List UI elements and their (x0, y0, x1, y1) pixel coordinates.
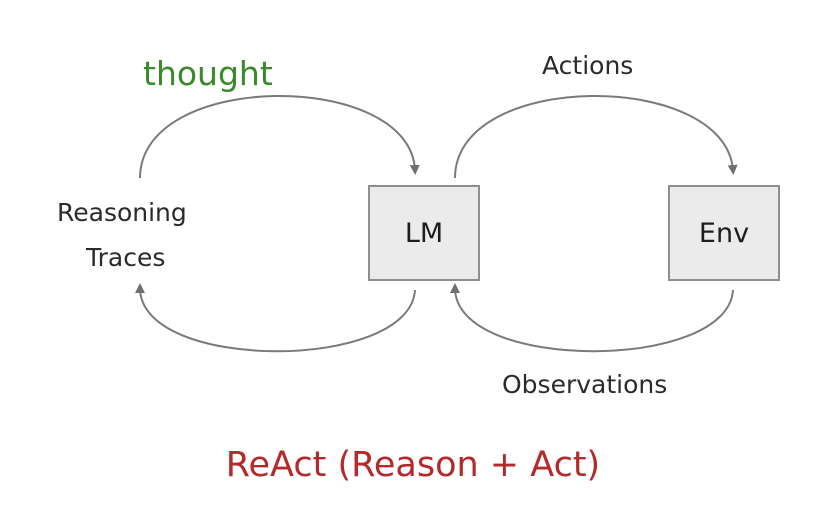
observations-label: Observations (502, 370, 668, 399)
thought-arrow (139, 95, 420, 179)
env-node-label: Env (698, 217, 750, 249)
lm-node-label: LM (404, 217, 444, 249)
actions-arrow (454, 95, 738, 179)
env-node: Env (668, 185, 780, 281)
traces-label: Traces (86, 243, 166, 272)
observations-arrow (450, 283, 734, 353)
diagram-caption: ReAct (Reason + Act) (225, 445, 601, 485)
actions-label: Actions (542, 51, 634, 80)
reasoning-return-arrow (135, 283, 416, 353)
lm-node: LM (368, 185, 480, 281)
thought-label: thought (143, 54, 273, 93)
reasoning-label: Reasoning (57, 198, 187, 227)
